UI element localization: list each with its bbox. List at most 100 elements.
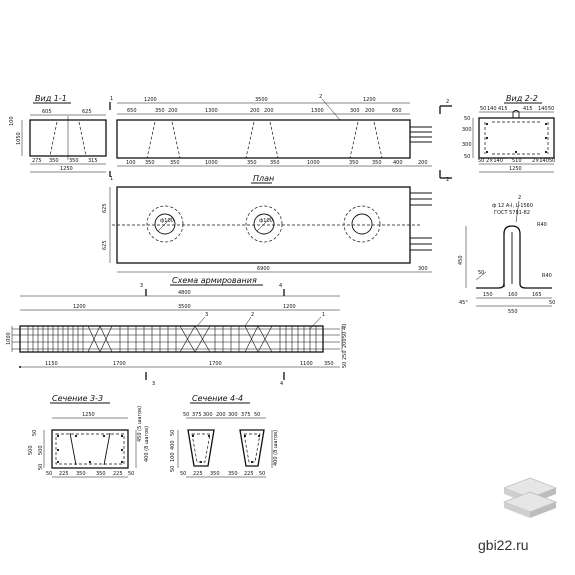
sec44-top-2: 375 — [192, 412, 202, 418]
scheme-right-1: 40 — [342, 324, 348, 330]
v22-top-2: 140 — [487, 106, 497, 112]
sec33-outline — [51, 429, 129, 469]
scheme-pos-3: 3 — [205, 312, 208, 318]
sec33-bot-6: 50 — [128, 471, 134, 477]
v22-left-2: 300 — [462, 127, 472, 133]
elev-top-2: 3500 — [255, 97, 268, 103]
elevation-view: 1 1 1200 3500 1200 650 350 200 1300 200 … — [109, 94, 452, 183]
section-mark-1: 1 — [110, 96, 113, 102]
bar-r-bottom: R40 — [542, 273, 552, 279]
scheme-top-1: 1200 — [73, 304, 86, 310]
elev-sub-5: 200 — [250, 108, 260, 114]
sec33-bot-5: 225 — [113, 471, 123, 477]
bar-spec: ф 12 А-I, L-1560 — [492, 203, 533, 209]
brand-logo-icon — [502, 477, 558, 518]
elev-sub-2: 350 — [155, 108, 165, 114]
elev-sub-7: 1300 — [311, 108, 324, 114]
scheme-mark-4: 4 — [279, 283, 282, 289]
v22-left-3: 300 — [462, 142, 472, 148]
sec44-bot-2: 225 — [193, 471, 203, 477]
dim-b1: 275 — [32, 158, 42, 164]
v22-top-5: 140 — [538, 106, 548, 112]
sec44-left-part — [187, 429, 215, 467]
v22-left-1: 50 — [464, 116, 470, 122]
sec44-top-6: 375 — [241, 412, 251, 418]
elev-sub-8: 300 — [350, 108, 360, 114]
scheme-pos-1: 1 — [322, 312, 325, 318]
v22-bot-5: 50 — [549, 158, 555, 164]
plan-left-1: 625 — [102, 203, 108, 213]
sec44-left-1: 50 — [170, 430, 176, 436]
elev-bot-7: 1000 — [307, 160, 320, 166]
section-4-4-title: Сечение 4-4 — [192, 394, 243, 403]
plan-hole-dim-2: ф100 — [259, 218, 273, 224]
sec44-top-7: 50 — [254, 412, 260, 418]
section-mark-2-bottom: 2 — [446, 177, 449, 183]
section-3-3-title: Сечение 3-3 — [52, 394, 103, 403]
v22-left-4: 50 — [464, 154, 470, 160]
scheme-top-2: 3500 — [178, 304, 191, 310]
sec33-left-1: 50 — [32, 430, 38, 436]
elev-bot-1: 100 — [126, 160, 136, 166]
v22-top-1: 50 — [480, 106, 486, 112]
sec44-bot-3: 350 — [210, 471, 220, 477]
bar-dim-3: 165 — [532, 292, 542, 298]
sec33-bot-2: 225 — [59, 471, 69, 477]
scheme-bot-4: 1100 — [300, 361, 313, 367]
view-1-1: Вид 1-1 605 625 1050 100 275 350 350 315… — [9, 94, 107, 173]
plan-view: План ф100 ф100 625 625 6900 300 — [102, 174, 432, 273]
dim-b2: 350 — [49, 158, 59, 164]
sec33-bot-3: 350 — [76, 471, 86, 477]
plan-hole-dim-1: ф100 — [160, 218, 174, 224]
sec33-right-2: 400 (8 шагов) — [144, 426, 150, 462]
dim-b4: 315 — [88, 158, 98, 164]
v22-top-6: 50 — [548, 106, 554, 112]
scheme-bot-3: 1700 — [209, 361, 222, 367]
dim-top-band: 100 — [9, 116, 15, 126]
plan-left-2: 625 — [102, 240, 108, 250]
scheme-top-3: 1200 — [283, 304, 296, 310]
scheme-right-3: 200 — [342, 338, 348, 348]
elev-sub-10: 650 — [392, 108, 402, 114]
scheme-frame — [19, 325, 324, 353]
sec33-left-4: 50 — [38, 464, 44, 470]
brand-text: gbi22.ru — [478, 537, 529, 553]
v22-bot-1: 50 — [478, 158, 484, 164]
bar-pos: 2 — [518, 195, 521, 201]
bar-detail: 2 ф 12 А-I, L-1560 ГОСТ 5781-82 R40 50 R… — [458, 195, 555, 315]
elev-sub-1: 650 — [127, 108, 137, 114]
elev-pos-2: 2 — [319, 94, 322, 100]
scheme-bot-1: 1150 — [45, 361, 58, 367]
dim-height: 1050 — [16, 132, 22, 145]
scheme-mark-4-bottom: 4 — [280, 381, 283, 387]
elev-sub-3: 200 — [168, 108, 178, 114]
elev-bot-3: 350 — [170, 160, 180, 166]
bar-angle: 45° — [459, 300, 468, 306]
sec44-top-5: 300 — [228, 412, 238, 418]
bar-overall: 550 — [508, 309, 518, 315]
scheme-mark-3-bottom: 3 — [152, 381, 155, 387]
v22-overall: 1250 — [509, 166, 522, 172]
dim-overall: 1250 — [60, 166, 73, 172]
sec44-bot-6: 50 — [259, 471, 265, 477]
elev-top-1: 1200 — [144, 97, 157, 103]
scheme-stirrups — [27, 326, 317, 352]
sec44-top-4: 200 — [216, 412, 226, 418]
sec44-bot-1: 50 — [180, 471, 186, 477]
section-mark-2: 2 — [446, 99, 449, 105]
sec44-bot-4: 350 — [228, 471, 238, 477]
elev-bot-2: 350 — [145, 160, 155, 166]
sec44-right: 400 (8 шагов) — [273, 430, 279, 466]
sec44-bot-5: 225 — [244, 471, 254, 477]
section-mark-1-bottom: 1 — [110, 176, 113, 182]
scheme-mark-3: 3 — [140, 283, 143, 289]
elev-bot-6: 350 — [270, 160, 280, 166]
section-3-3: Сечение 3-3 1250 50 500 500 50 450 (5 ша… — [28, 394, 150, 478]
v22-bot-4: 2×140 — [532, 158, 549, 164]
elev-sub-4: 1300 — [205, 108, 218, 114]
v22-top-4: 415 — [523, 106, 533, 112]
view-2-2-outline — [478, 117, 555, 159]
sec44-top-1: 50 — [183, 412, 189, 418]
sec33-bot-1: 50 — [46, 471, 52, 477]
